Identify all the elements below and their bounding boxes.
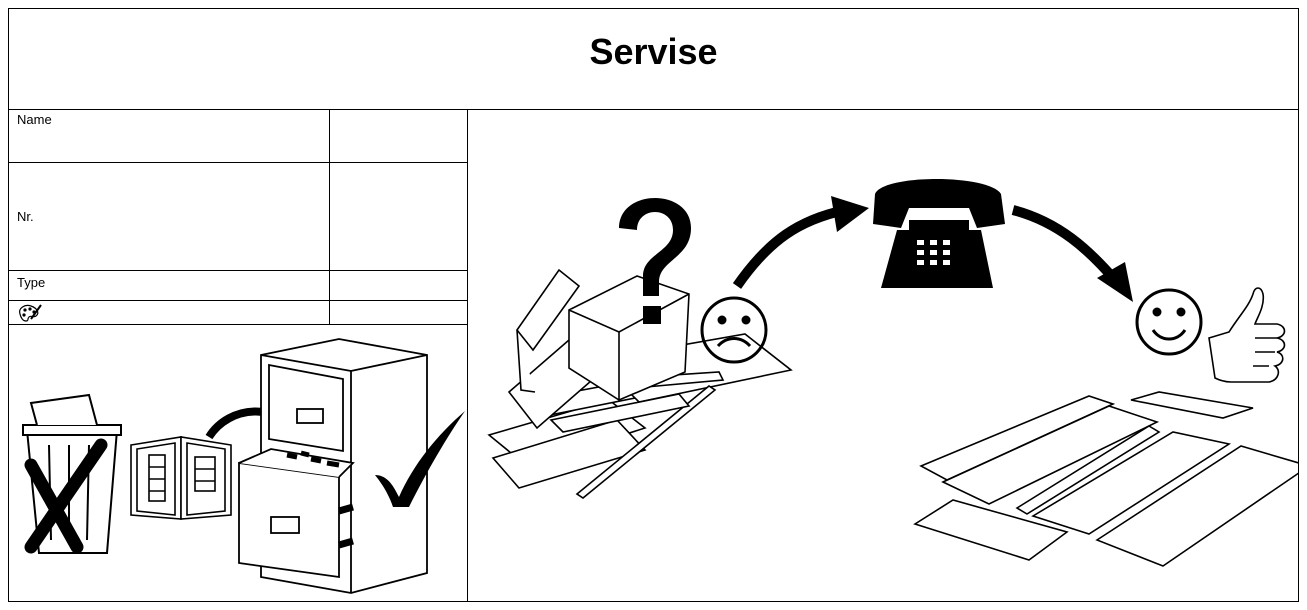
telephone-icon bbox=[873, 179, 1005, 288]
storage-instructions bbox=[9, 325, 468, 601]
name-row: Name bbox=[9, 109, 468, 163]
table-value-column-divider bbox=[329, 109, 330, 325]
sad-face-icon bbox=[700, 296, 768, 364]
curved-arrow-icon bbox=[732, 196, 869, 289]
title-row: Servise bbox=[9, 9, 1298, 110]
thumbs-up-icon bbox=[1208, 287, 1286, 383]
nr-label: Nr. bbox=[17, 209, 34, 224]
manual-booklet-icon bbox=[130, 436, 232, 520]
damaged-parts-illustration bbox=[487, 268, 793, 499]
checkmark-icon bbox=[375, 411, 465, 507]
color-row bbox=[9, 301, 468, 325]
page-title: Servise bbox=[589, 31, 718, 72]
filing-cabinet-icon bbox=[238, 338, 428, 594]
palette-icon bbox=[17, 303, 43, 323]
service-sheet: Servise Name Nr. Type bbox=[8, 8, 1299, 602]
name-label: Name bbox=[17, 112, 52, 127]
happy-face-icon bbox=[1135, 288, 1203, 356]
nr-row: Nr. bbox=[9, 163, 468, 271]
type-row: Type bbox=[9, 271, 468, 301]
info-table: Name Nr. Type bbox=[9, 109, 468, 325]
cross-icon bbox=[24, 438, 108, 554]
question-mark-icon bbox=[619, 198, 691, 324]
curved-arrow-icon bbox=[1011, 205, 1133, 302]
repaired-parts-illustration bbox=[913, 391, 1298, 567]
service-process-illustration bbox=[469, 110, 1298, 601]
type-label: Type bbox=[17, 275, 46, 290]
panel-divider bbox=[467, 109, 468, 601]
